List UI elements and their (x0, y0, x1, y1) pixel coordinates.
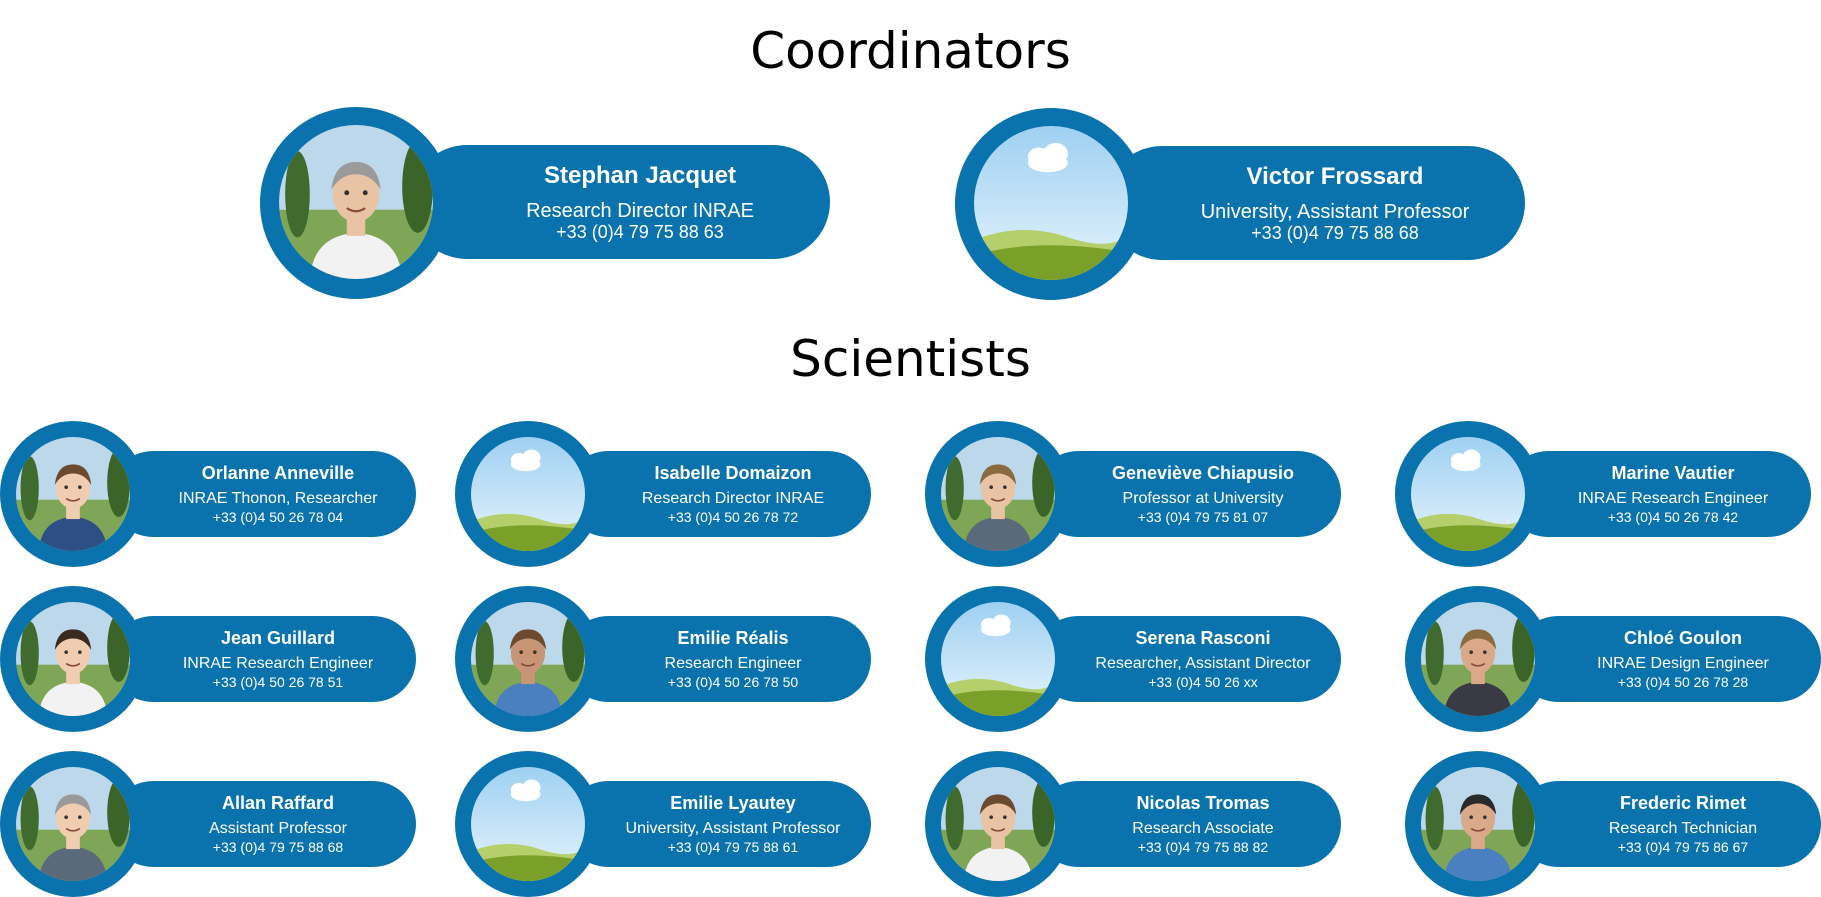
info-banner: Orlanne Anneville INRAE Thonon, Research… (110, 451, 416, 537)
person-role: INRAE Research Engineer (182, 654, 374, 672)
person-phone: +33 (0)4 50 26 78 72 (667, 508, 799, 525)
info-banner: Serena Rasconi Researcher, Assistant Dir… (1035, 616, 1341, 702)
coordinator-card: Victor Frossard University, Assistant Pr… (955, 108, 1525, 300)
info-banner: Emilie Lyautey University, Assistant Pro… (565, 781, 871, 867)
portrait-photo (16, 602, 130, 716)
scientist-card: Serena Rasconi Researcher, Assistant Dir… (925, 586, 1341, 732)
placeholder-photo (471, 437, 585, 551)
person-phone: +33 (0)4 50 26 78 42 (1607, 508, 1739, 525)
person-name: Victor Frossard (1246, 163, 1424, 190)
person-role: Researcher, Assistant Director (1095, 654, 1311, 672)
person-phone: +33 (0)4 50 26 78 51 (212, 673, 344, 690)
info-banner: Chloé Goulon INRAE Design Engineer +33 (… (1515, 616, 1821, 702)
person-name: Allan Raffard (221, 792, 335, 813)
person-name: Frederic Rimet (1619, 792, 1747, 813)
scientist-card: Frederic Rimet Research Technician +33 (… (1405, 751, 1821, 897)
person-role: University, Assistant Professor (1200, 201, 1470, 223)
person-role: Assistant Professor (209, 819, 347, 837)
portrait-photo (16, 767, 130, 881)
person-phone: +33 (0)4 50 26 78 28 (1617, 673, 1749, 690)
person-phone: +33 (0)4 79 75 88 63 (556, 222, 724, 242)
person-phone: +33 (0)4 79 75 88 68 (1251, 223, 1419, 243)
person-name: Jean Guillard (220, 627, 336, 648)
placeholder-photo (1411, 437, 1525, 551)
person-phone: +33 (0)4 79 75 88 61 (667, 838, 799, 855)
info-banner: Geneviève Chiapusio Professor at Univers… (1035, 451, 1341, 537)
person-role: Research Associate (1132, 819, 1274, 837)
scientist-card: Emilie Lyautey University, Assistant Pro… (455, 751, 871, 897)
scientists-heading: Scientists (790, 330, 1031, 388)
coordinators-heading: Coordinators (750, 22, 1071, 80)
person-name: Isabelle Domaizon (654, 462, 812, 483)
person-phone: +33 (0)4 50 26 78 50 (667, 673, 799, 690)
person-name: Emilie Réalis (677, 627, 789, 648)
info-banner: Victor Frossard University, Assistant Pr… (1105, 146, 1525, 260)
portrait-photo (16, 437, 130, 551)
person-role: Professor at University (1122, 489, 1284, 507)
person-role: University, Assistant Professor (625, 819, 841, 837)
person-phone: +33 (0)4 79 75 88 82 (1137, 838, 1269, 855)
scientist-card: Jean Guillard INRAE Research Engineer +3… (0, 586, 416, 732)
portrait-photo (1421, 767, 1535, 881)
placeholder-photo (471, 767, 585, 881)
person-role: Research Technician (1608, 819, 1758, 837)
person-name: Chloé Goulon (1624, 627, 1742, 648)
person-role: INRAE Research Engineer (1577, 489, 1769, 507)
info-banner: Allan Raffard Assistant Professor +33 (0… (110, 781, 416, 867)
portrait-photo (279, 125, 433, 279)
person-role: Research Engineer (664, 654, 802, 672)
person-name: Emilie Lyautey (670, 792, 796, 813)
scientist-card: Allan Raffard Assistant Professor +33 (0… (0, 751, 416, 897)
person-phone: +33 (0)4 79 75 88 68 (212, 838, 344, 855)
info-banner: Frederic Rimet Research Technician +33 (… (1515, 781, 1821, 867)
person-phone: +33 (0)4 79 75 86 67 (1617, 838, 1749, 855)
person-phone: +33 (0)4 50 26 xx (1148, 673, 1258, 690)
person-name: Stephan Jacquet (543, 162, 737, 189)
person-role: Research Director INRAE (526, 200, 754, 222)
info-banner: Nicolas Tromas Research Associate +33 (0… (1035, 781, 1341, 867)
person-phone: +33 (0)4 50 26 78 04 (212, 508, 344, 525)
person-name: Orlanne Anneville (201, 462, 355, 483)
scientist-card: Orlanne Anneville INRAE Thonon, Research… (0, 421, 416, 567)
person-role: Research Director INRAE (641, 489, 825, 507)
info-banner: Marine Vautier INRAE Research Engineer +… (1505, 451, 1811, 537)
scientist-card: Chloé Goulon INRAE Design Engineer +33 (… (1405, 586, 1821, 732)
scientist-card: Geneviève Chiapusio Professor at Univers… (925, 421, 1341, 567)
scientist-card: Nicolas Tromas Research Associate +33 (0… (925, 751, 1341, 897)
portrait-photo (941, 767, 1055, 881)
person-role: INRAE Thonon, Researcher (178, 489, 378, 507)
info-banner: Stephan Jacquet Research Director INRAE … (410, 145, 830, 259)
person-name: Marine Vautier (1611, 462, 1735, 483)
coordinator-card: Stephan Jacquet Research Director INRAE … (260, 107, 830, 299)
person-name: Serena Rasconi (1135, 627, 1271, 648)
person-phone: +33 (0)4 79 75 81 07 (1137, 508, 1269, 525)
info-banner: Jean Guillard INRAE Research Engineer +3… (110, 616, 416, 702)
portrait-photo (471, 602, 585, 716)
placeholder-photo (941, 602, 1055, 716)
scientist-card: Marine Vautier INRAE Research Engineer +… (1395, 421, 1811, 567)
scientist-card: Emilie Réalis Research Engineer +33 (0)4… (455, 586, 871, 732)
person-name: Geneviève Chiapusio (1111, 462, 1295, 483)
info-banner: Isabelle Domaizon Research Director INRA… (565, 451, 871, 537)
portrait-photo (941, 437, 1055, 551)
portrait-photo (1421, 602, 1535, 716)
placeholder-photo (974, 126, 1128, 280)
scientist-card: Isabelle Domaizon Research Director INRA… (455, 421, 871, 567)
info-banner: Emilie Réalis Research Engineer +33 (0)4… (565, 616, 871, 702)
person-role: INRAE Design Engineer (1597, 654, 1769, 672)
person-name: Nicolas Tromas (1136, 792, 1270, 813)
